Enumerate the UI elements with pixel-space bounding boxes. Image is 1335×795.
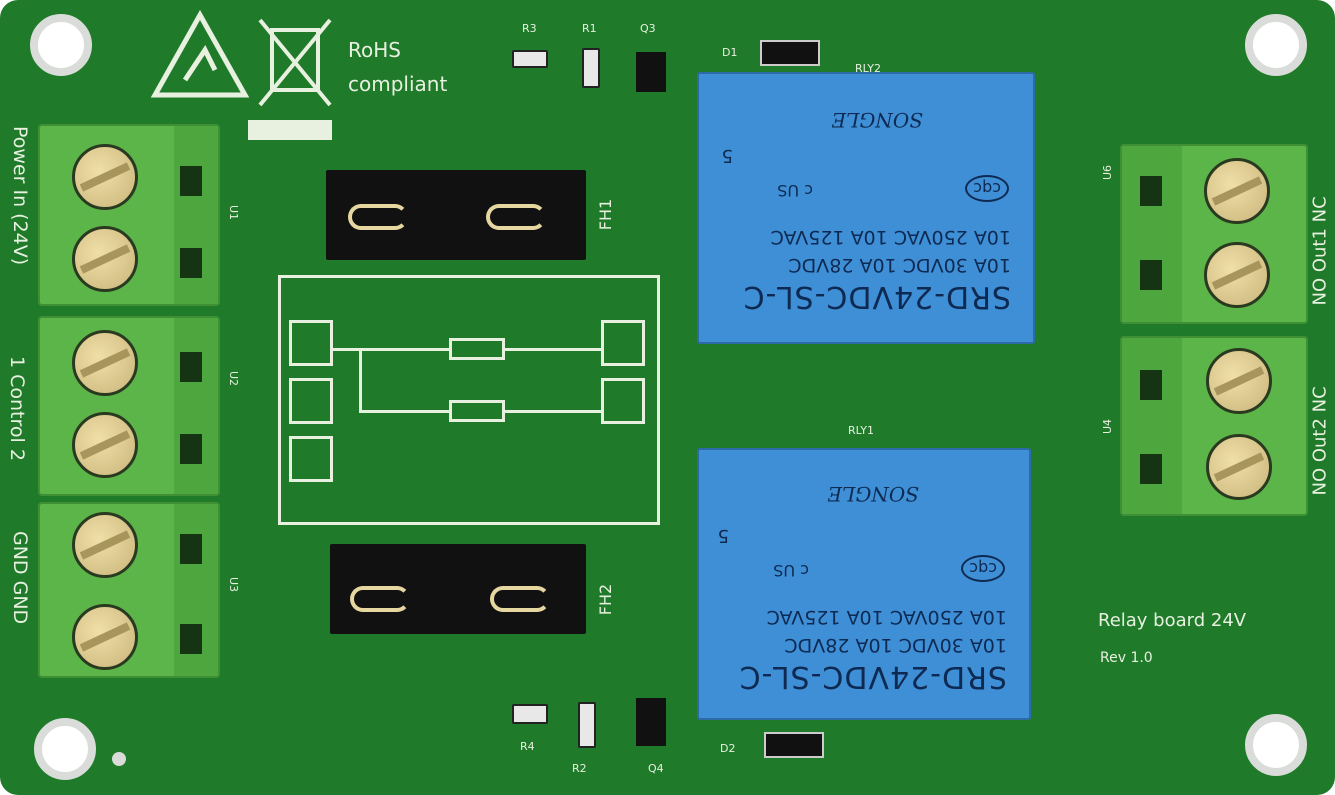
rohs-label-2: compliant [348, 72, 448, 96]
label-r4: R4 [520, 740, 535, 753]
mounting-hole [1245, 14, 1307, 76]
mounting-hole [34, 718, 96, 780]
relay-rly2: SRD-24VDC-SL-C 10A 30VDC 10A 28VDC 10A 2… [697, 72, 1035, 344]
board-schematic-outline [278, 275, 660, 525]
label-q4: Q4 [648, 762, 664, 775]
resistor-r3 [512, 50, 548, 68]
weee-bar [248, 120, 332, 140]
power-in-label: Power In (24V) [9, 126, 31, 266]
label-fh2: FH2 [596, 583, 616, 616]
relay-rating: 10A 250VAC 10A 125VAC [770, 226, 1011, 248]
label-rly2: RLY2 [855, 62, 882, 75]
label-u2: U2 [227, 370, 241, 387]
label-r2: R2 [572, 762, 587, 775]
board-revision: Rev 1.0 [1100, 650, 1153, 666]
out2-label: NO Out2 NC [1309, 386, 1331, 496]
label-rly1: RLY1 [848, 424, 875, 437]
mounting-hole [1245, 714, 1307, 776]
esd-warning-icon [150, 10, 250, 98]
ul-mark: c US [773, 561, 809, 580]
relay-rating: 10A 250VAC 10A 125VAC [766, 606, 1007, 628]
terminal-block-u3[interactable] [38, 502, 220, 678]
fiducial [112, 752, 126, 766]
diode-d2 [764, 732, 824, 758]
mounting-hole [30, 14, 92, 76]
ul-mark: c US [777, 181, 813, 200]
label-q3: Q3 [640, 22, 656, 35]
relay-rating: 10A 30VDC 10A 28VDC [788, 254, 1011, 276]
relay-rating: 10A 30VDC 10A 28VDC [784, 634, 1007, 656]
gnd-label: GND GND [9, 531, 31, 625]
terminal-block-u4[interactable] [1120, 336, 1308, 516]
label-u1: U1 [227, 204, 241, 221]
label-fh1: FH1 [596, 198, 616, 231]
transistor-q3 [636, 52, 666, 92]
fuse-holder-fh2 [330, 544, 586, 634]
resistor-r4 [512, 704, 548, 724]
label-u4: U4 [1101, 418, 1115, 435]
label-d1: D1 [722, 46, 738, 59]
rohs-label: RoHS [348, 38, 401, 62]
label-d2: D2 [720, 742, 736, 755]
terminal-block-u6[interactable] [1120, 144, 1308, 324]
transistor-q4 [636, 698, 666, 746]
relay-pin-mark: 5 [721, 145, 733, 166]
relay-model: SRD-24VDC-SL-C [742, 279, 1011, 314]
terminal-block-u1[interactable] [38, 124, 220, 306]
cqc-mark: cqc [965, 175, 1009, 202]
label-u6: U6 [1101, 164, 1115, 181]
out1-label: NO Out1 NC [1309, 196, 1331, 306]
fuse-holder-fh1 [326, 170, 586, 260]
board-title: Relay board 24V [1098, 610, 1247, 631]
relay-rly1: SRD-24VDC-SL-C 10A 30VDC 10A 28VDC 10A 2… [697, 448, 1031, 720]
relay-pin-mark: 5 [717, 525, 729, 546]
control-label: 1 Control 2 [6, 356, 28, 461]
relay-brand: SONGLE [831, 108, 923, 132]
terminal-block-u2[interactable] [38, 316, 220, 496]
diode-d1 [760, 40, 820, 66]
relay-brand: SONGLE [827, 482, 919, 506]
relay-model: SRD-24VDC-SL-C [738, 659, 1007, 694]
label-r3: R3 [522, 22, 537, 35]
resistor-r1 [582, 48, 600, 88]
cqc-mark: cqc [961, 555, 1005, 582]
label-u3: U3 [227, 576, 241, 593]
resistor-r2 [578, 702, 596, 748]
label-r1: R1 [582, 22, 597, 35]
weee-bin-icon [258, 18, 332, 107]
